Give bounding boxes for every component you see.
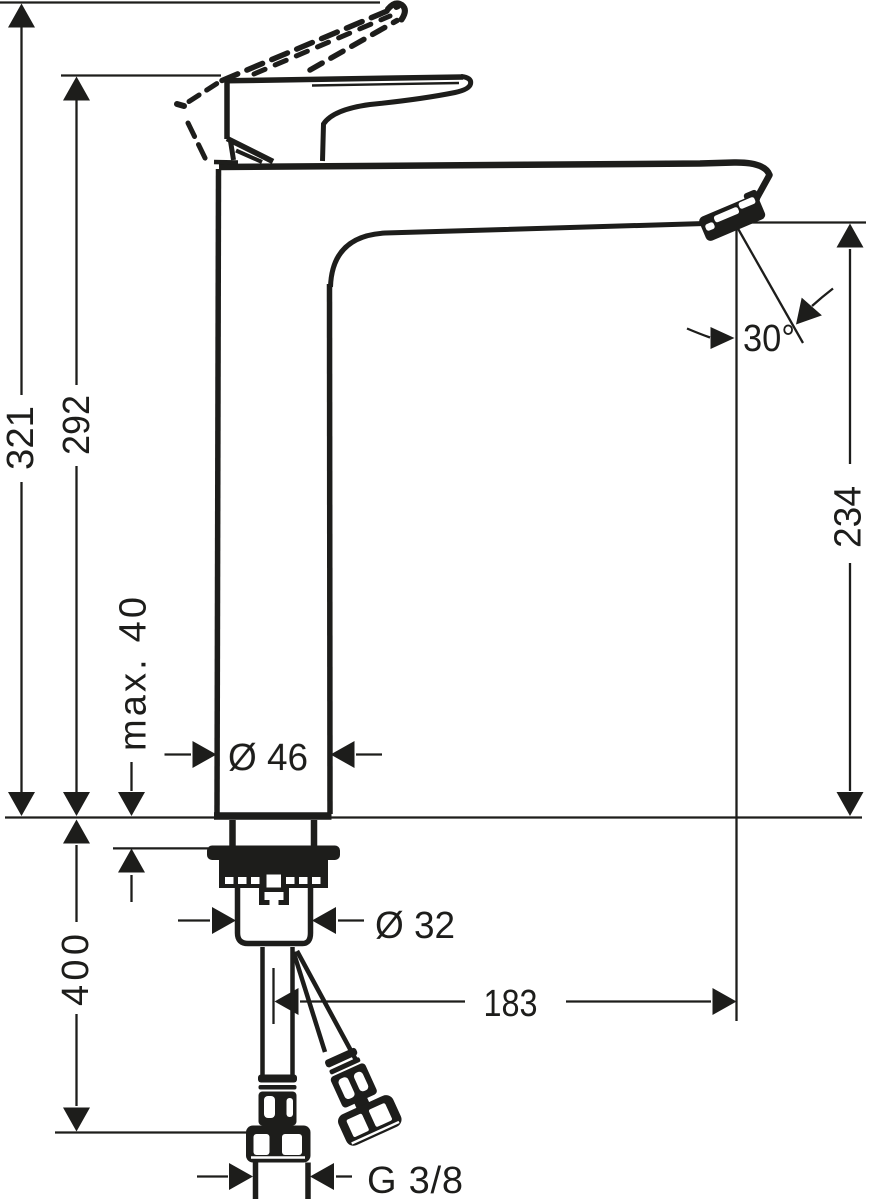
svg-text:183: 183 [483,983,537,1025]
svg-text:30°: 30° [743,318,795,360]
svg-text:max. 40: max. 40 [113,597,155,751]
svg-text:234: 234 [828,486,870,548]
svg-text:Ø 46: Ø 46 [228,737,308,779]
svg-text:Ø 32: Ø 32 [375,905,455,947]
svg-text:G 3/8: G 3/8 [367,1160,463,1200]
svg-text:321: 321 [0,406,42,470]
svg-text:400: 400 [55,934,97,1006]
svg-text:292: 292 [56,395,98,455]
